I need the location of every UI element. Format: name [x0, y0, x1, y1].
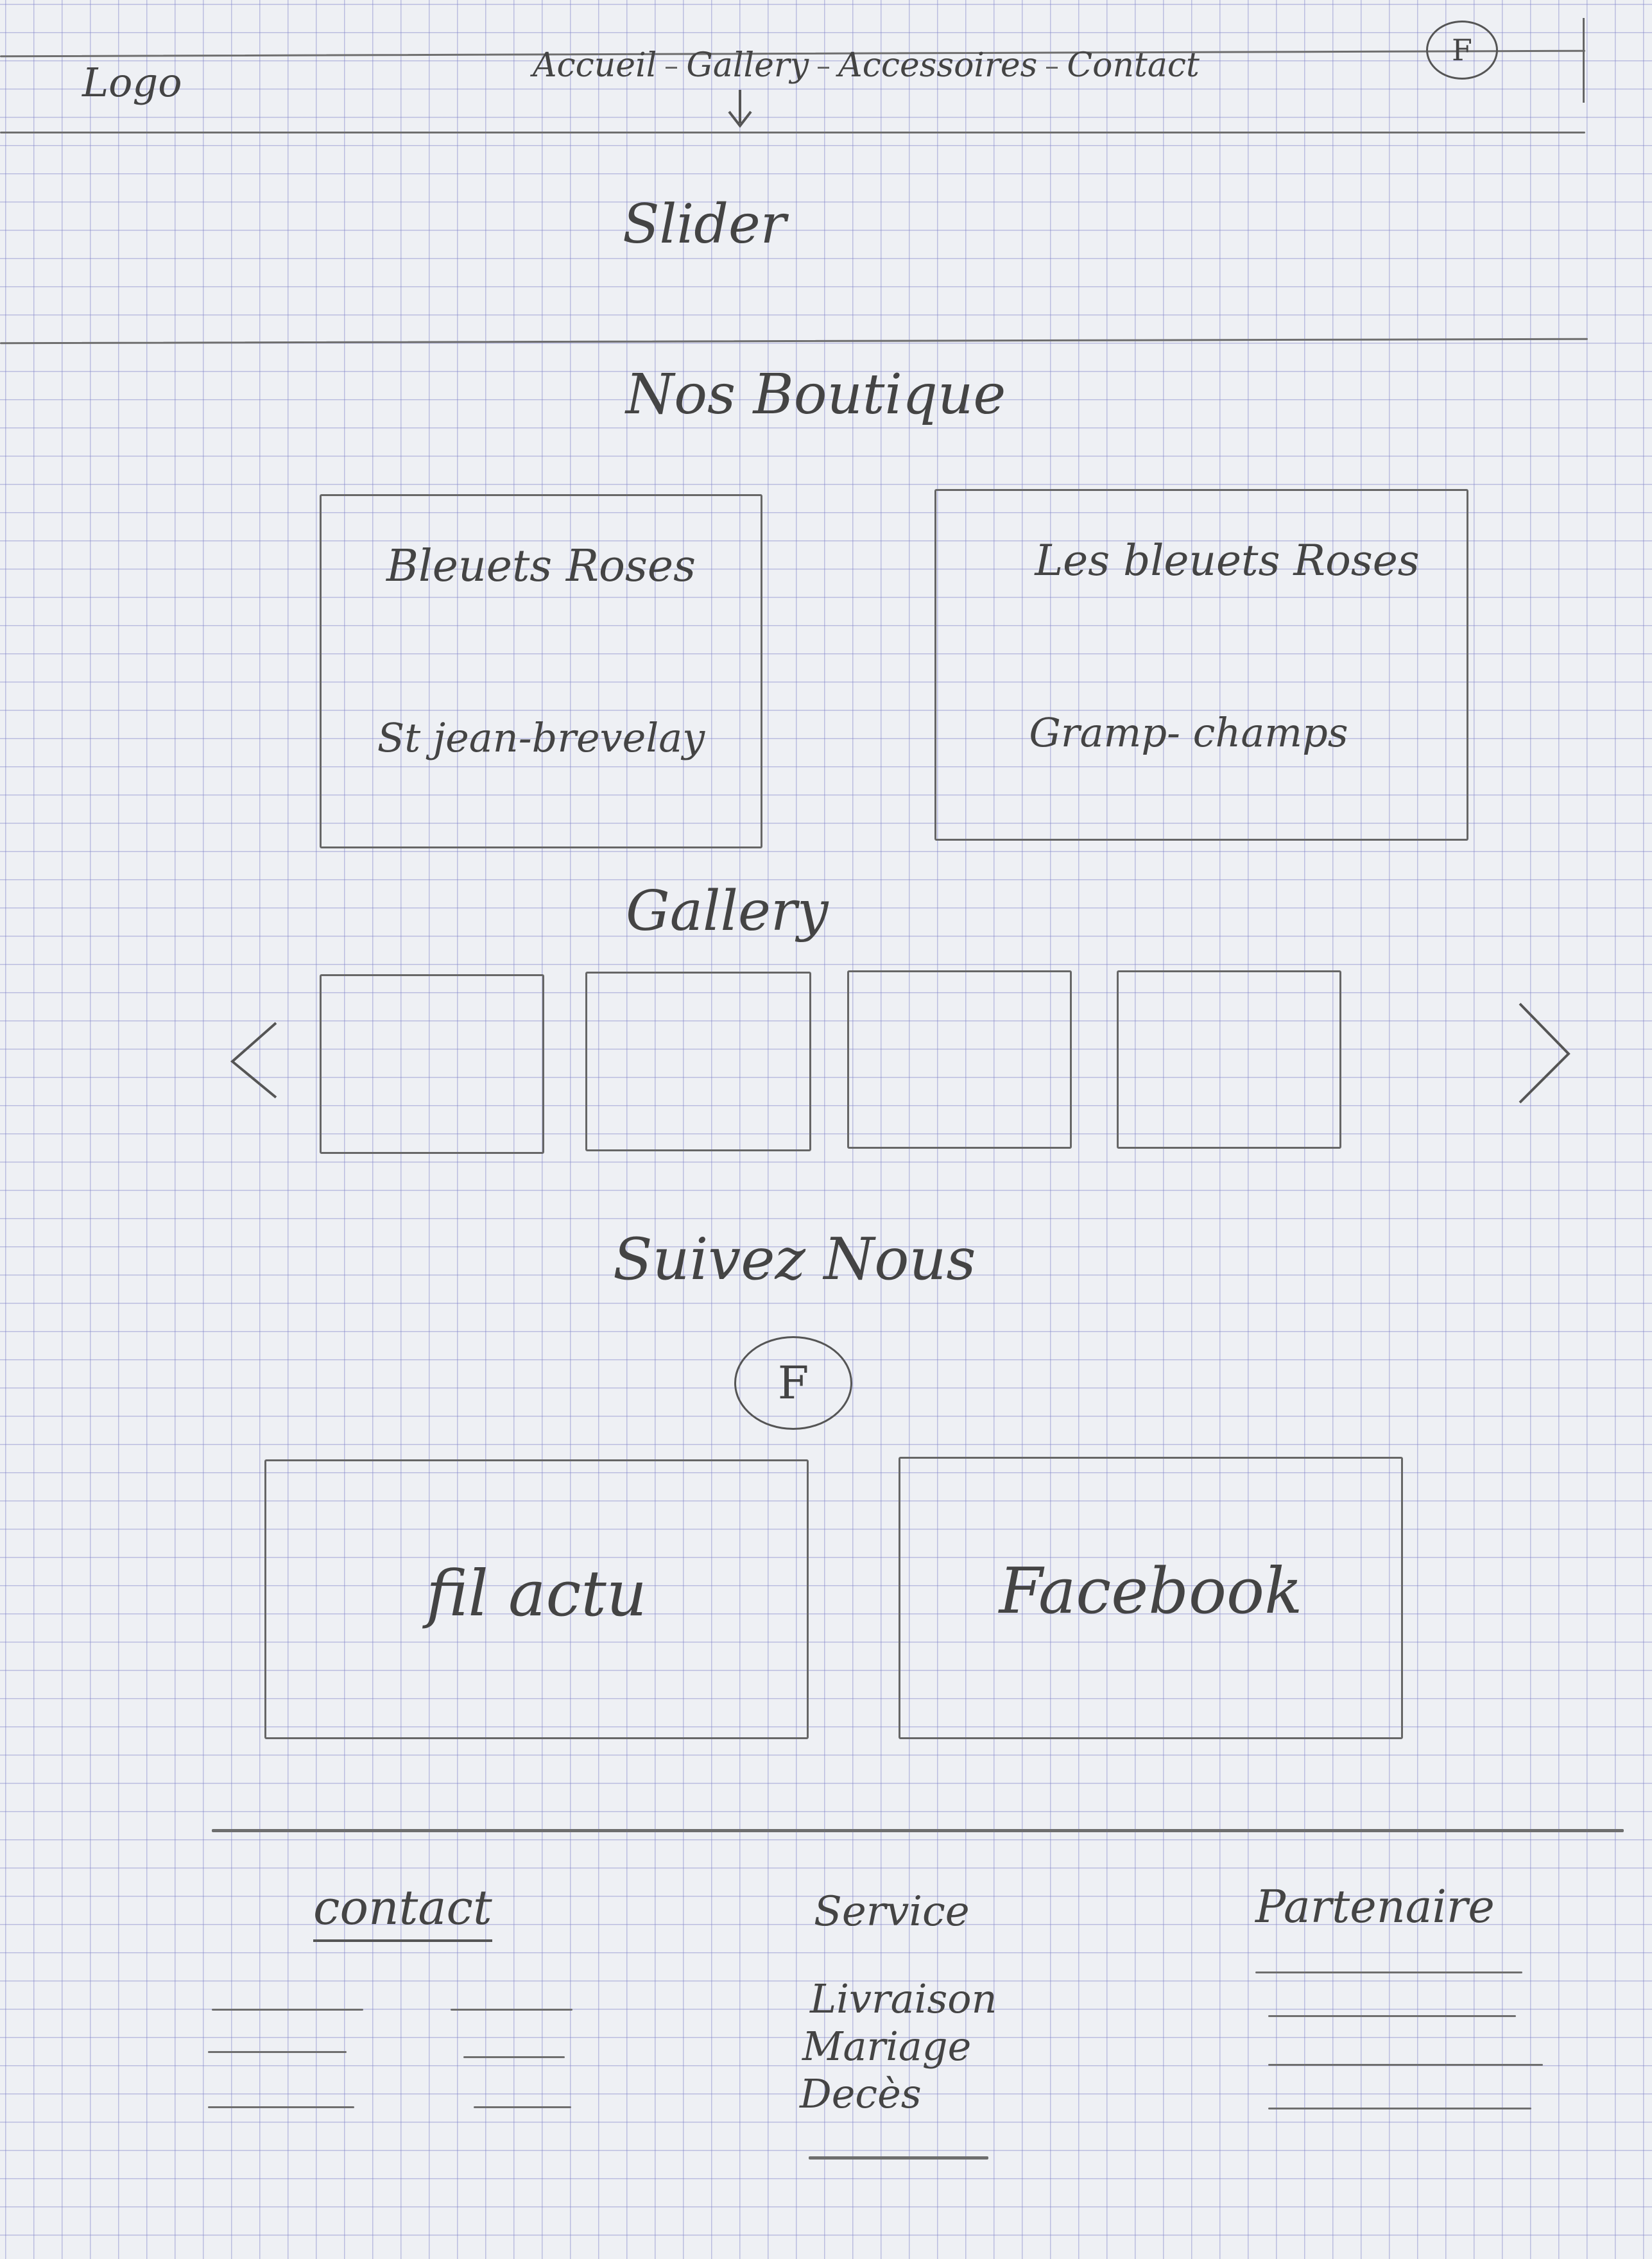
- facebook-letter: F: [1452, 33, 1472, 67]
- footer-service-title: Service: [814, 1888, 970, 1936]
- partner-line: [1268, 2108, 1531, 2109]
- news-feed-card[interactable]: fil actu: [264, 1459, 809, 1739]
- follow-facebook-icon[interactable]: F: [734, 1336, 852, 1430]
- nav-separator: [666, 67, 678, 69]
- shop-card-2[interactable]: Les bleuets Roses Gramp- champs: [934, 489, 1468, 841]
- shop-card-1[interactable]: Bleuets Roses St jean-brevelay: [320, 494, 762, 848]
- contact-line: [208, 2051, 347, 2053]
- news-feed-label: fil actu: [426, 1558, 647, 1631]
- slider-bottom-line: [0, 338, 1588, 345]
- shop-city: St jean-brevelay: [377, 714, 705, 761]
- contact-line: [451, 2009, 572, 2011]
- facebook-label: Facebook: [999, 1555, 1303, 1628]
- nav-separator: [818, 67, 830, 69]
- footer-contact-title: contact: [313, 1880, 492, 1942]
- contact-line: [463, 2056, 565, 2058]
- gallery-tile[interactable]: [847, 970, 1072, 1149]
- facebook-card[interactable]: Facebook: [899, 1457, 1403, 1739]
- service-link-deces[interactable]: Decès: [800, 2070, 922, 2117]
- gallery-next-icon[interactable]: [1516, 1002, 1574, 1105]
- header-right-edge: [1583, 18, 1585, 103]
- gallery-title: Gallery: [626, 879, 829, 943]
- slider-label: Slider: [623, 193, 786, 255]
- shops-title: Nos Boutique: [626, 363, 1006, 427]
- service-underline: [809, 2156, 988, 2160]
- logo[interactable]: Logo: [82, 59, 182, 106]
- nav-contact[interactable]: Contact: [1067, 46, 1200, 85]
- gallery-tile[interactable]: [1117, 970, 1341, 1149]
- nav-separator: [1046, 67, 1058, 69]
- contact-line: [474, 2106, 571, 2108]
- header-bottom-line: [0, 132, 1585, 133]
- gallery-tile[interactable]: [320, 974, 544, 1154]
- follow-title: Suivez Nous: [613, 1226, 976, 1293]
- nav-dropdown-arrow-icon: [728, 90, 752, 128]
- contact-line: [208, 2106, 354, 2108]
- shop-name: Les bleuets Roses: [1035, 536, 1420, 585]
- service-link-mariage[interactable]: Mariage: [802, 2023, 972, 2070]
- main-nav: Accueil Gallery Accessoires Contact: [533, 46, 1200, 85]
- partner-line: [1268, 2015, 1516, 2017]
- partner-line: [1255, 1971, 1522, 1973]
- facebook-letter: F: [777, 1357, 809, 1409]
- nav-gallery[interactable]: Gallery: [686, 46, 809, 85]
- shop-city: Gramp- champs: [1029, 709, 1348, 756]
- gallery-prev-icon[interactable]: [228, 1022, 280, 1100]
- nav-accessoires[interactable]: Accessoires: [838, 46, 1038, 85]
- shop-name: Bleuets Roses: [386, 541, 696, 592]
- header-facebook-icon[interactable]: F: [1426, 21, 1498, 80]
- footer-separator: [212, 1829, 1624, 1832]
- contact-line: [212, 2009, 363, 2011]
- nav-accueil[interactable]: Accueil: [533, 46, 657, 85]
- service-link-livraison[interactable]: Livraison: [810, 1975, 997, 2022]
- footer-partner-title: Partenaire: [1255, 1880, 1495, 1933]
- partner-line: [1268, 2064, 1543, 2066]
- gallery-tile[interactable]: [585, 972, 811, 1151]
